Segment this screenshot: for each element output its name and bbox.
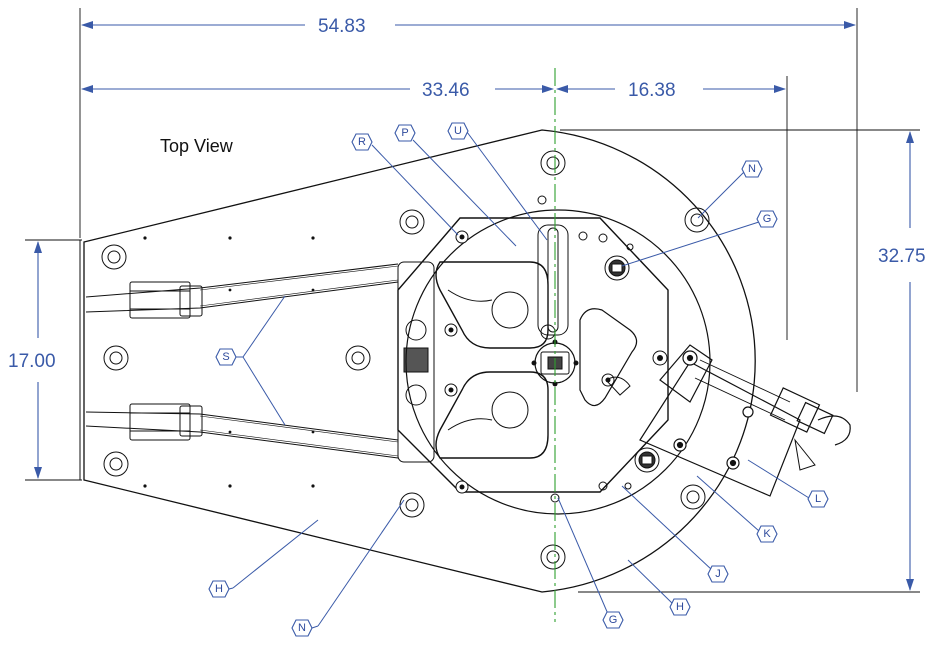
triangular-window bbox=[579, 308, 638, 407]
callout-R: R bbox=[351, 133, 373, 151]
dim-overall-width: 32.75 bbox=[878, 131, 926, 591]
callout-P: P bbox=[394, 124, 416, 142]
turntable-disc bbox=[405, 209, 711, 515]
svg-text:P: P bbox=[401, 127, 408, 139]
callout-N-top: N bbox=[741, 160, 763, 178]
callout-G-bottom: G bbox=[602, 611, 624, 629]
svg-text:N: N bbox=[748, 163, 756, 175]
svg-text:G: G bbox=[763, 213, 772, 225]
octagonal-bracket bbox=[397, 217, 669, 493]
connector-mid bbox=[634, 447, 660, 473]
view-title: Top View bbox=[160, 136, 234, 156]
svg-text:H: H bbox=[215, 583, 223, 595]
callout-H-right: H bbox=[669, 598, 691, 616]
svg-text:G: G bbox=[609, 614, 618, 626]
disc-holes bbox=[550, 231, 634, 503]
dim-to-centerline-text: 33.46 bbox=[422, 80, 470, 101]
callout-L: L bbox=[807, 490, 829, 508]
svg-text:U: U bbox=[454, 125, 462, 137]
strut-lower bbox=[85, 403, 399, 459]
dim-to-centerline: 33.46 bbox=[81, 80, 554, 101]
actuator-assembly bbox=[605, 344, 851, 497]
dim-overall-width-text: 32.75 bbox=[878, 246, 926, 267]
junction-block bbox=[397, 261, 435, 463]
bracket-screws bbox=[444, 230, 668, 494]
dim-tail-width-text: 17.00 bbox=[8, 351, 56, 372]
svg-text:R: R bbox=[358, 136, 366, 148]
leader-lines bbox=[232, 131, 810, 627]
callout-N-bottom: N bbox=[291, 619, 319, 637]
base-mounting-holes bbox=[101, 150, 710, 570]
callout-K: K bbox=[756, 525, 778, 543]
svg-text:J: J bbox=[715, 568, 721, 580]
dim-overall-length: 54.83 bbox=[81, 16, 856, 37]
strut-upper bbox=[85, 263, 399, 319]
svg-text:N: N bbox=[298, 622, 306, 634]
svg-text:S: S bbox=[222, 351, 229, 363]
svg-text:H: H bbox=[676, 601, 684, 613]
callout-U: U bbox=[447, 122, 469, 140]
dim-tail-width: 17.00 bbox=[8, 241, 56, 479]
base-plate bbox=[79, 129, 756, 593]
dim-from-centerline: 16.38 bbox=[556, 80, 786, 101]
connector-top bbox=[604, 255, 630, 281]
dim-from-centerline-text: 16.38 bbox=[628, 80, 676, 101]
dim-overall-length-text: 54.83 bbox=[318, 16, 366, 37]
callout-S: S bbox=[215, 348, 243, 366]
callout-G-top: G bbox=[756, 210, 778, 228]
callout-J: J bbox=[707, 565, 729, 583]
extension-lines bbox=[25, 8, 920, 593]
svg-text:L: L bbox=[815, 493, 821, 505]
callout-H-left: H bbox=[208, 580, 234, 598]
svg-text:K: K bbox=[763, 528, 771, 540]
